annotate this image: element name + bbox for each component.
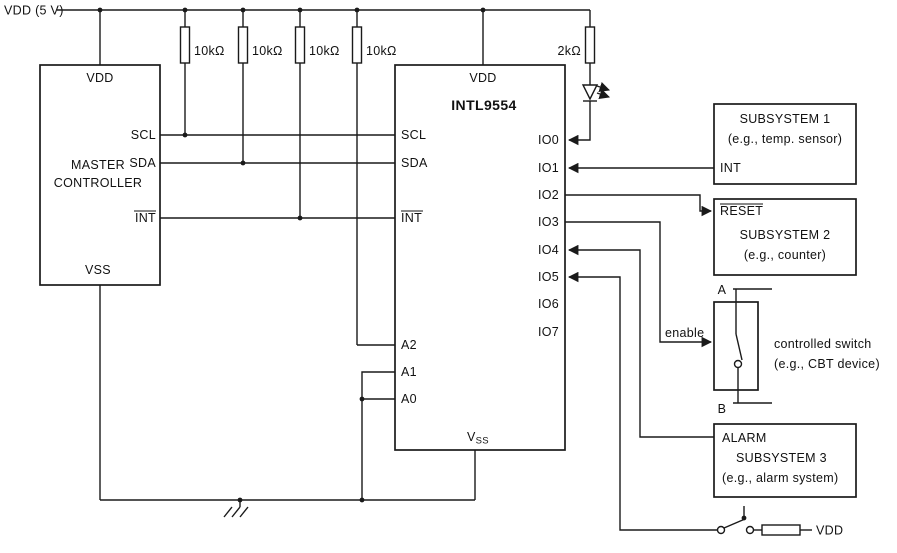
subsystem1-subtitle: (e.g., temp. sensor) (728, 132, 842, 146)
expander-int-pin-label: INT (401, 211, 422, 225)
expander-io4-pin-label: IO4 (538, 243, 559, 257)
master-title-line1: MASTER (71, 158, 125, 172)
pushbutton-pivot-dot (741, 515, 747, 521)
master-vss-pin-label: VSS (85, 263, 111, 277)
switch-box (713, 301, 759, 391)
led-emission-arrow-1 (596, 82, 610, 92)
subsystem2-subtitle: (e.g., counter) (744, 248, 826, 262)
resistor-r5-label: 2kΩ (558, 44, 581, 58)
junction-dot (480, 7, 486, 13)
junction-dot (354, 7, 360, 13)
switch-terminal-a-label: A (718, 283, 727, 297)
resistor-r1 (179, 26, 191, 64)
enable-wire-label: enable (665, 326, 704, 340)
junction-dot (359, 396, 365, 402)
expander-title: INTL9554 (451, 97, 516, 113)
subsystem3-title: SUBSYSTEM 3 (736, 451, 827, 465)
io4-alarm-wire (567, 244, 714, 438)
expander-scl-pin-label: SCL (401, 128, 426, 142)
pushbutton-lever (723, 518, 746, 529)
subsystem3-alarm-label: ALARM (722, 431, 767, 445)
ground-hatch-2 (231, 506, 241, 518)
ground-hatch-3 (239, 506, 249, 518)
led-symbol (581, 82, 610, 102)
resistor-r1-label: 10kΩ (194, 44, 225, 58)
subsystem1-box (713, 103, 857, 185)
expander-a2-pin-label: A2 (401, 338, 417, 352)
subsystem3-subtitle: (e.g., alarm system) (722, 471, 838, 485)
junction-dots (97, 7, 486, 503)
junction-dot (237, 497, 243, 503)
a1-ground-wire (361, 371, 395, 500)
led-triangle (581, 84, 599, 101)
master-title-line2: CONTROLLER (54, 176, 142, 190)
controlled-switch-symbol: A B (713, 283, 772, 416)
expander-io7-pin-label: IO7 (538, 325, 559, 339)
expander-io2-pin-label: IO2 (538, 188, 559, 202)
expander-vss-pin-label: VSS (467, 430, 489, 447)
expander-io3-pin-label: IO3 (538, 215, 559, 229)
junction-dot (97, 7, 103, 13)
pullup-resistor-horizontal (761, 524, 801, 536)
expander-io6-pin-label: IO6 (538, 297, 559, 311)
master-sda-pin-label: SDA (129, 156, 156, 170)
expander-a0-pin-label: A0 (401, 392, 417, 406)
expander-vss-subscript: SS (476, 436, 489, 447)
resistor-r2 (237, 26, 249, 64)
switch-caption-line2: (e.g., CBT device) (774, 357, 880, 371)
resistor-r5 (584, 26, 596, 64)
subsystem2-reset-label: RESET (720, 204, 763, 218)
switch-contact (733, 359, 743, 369)
junction-dot (297, 7, 303, 13)
resistor-r4-label: 10kΩ (366, 44, 397, 58)
vdd-rail-label: VDD (5 V) (4, 4, 64, 18)
junction-dot (182, 132, 188, 138)
master-controller-box (39, 64, 161, 286)
subsystem2-title: SUBSYSTEM 2 (740, 228, 831, 242)
expander-io1-pin-label: IO1 (538, 161, 559, 175)
master-int-pin-label: INT (135, 211, 156, 225)
expander-io0-pin-label: IO0 (538, 133, 559, 147)
expander-box (394, 64, 566, 451)
master-scl-pin-label: SCL (131, 128, 156, 142)
pushbutton-symbol (716, 506, 755, 535)
resistor-r2-label: 10kΩ (252, 44, 283, 58)
junction-dot (359, 497, 365, 503)
expander-a1-pin-label: A1 (401, 365, 417, 379)
pushbutton-left-contact (716, 525, 726, 535)
io2-reset-wire (565, 194, 713, 217)
expander-io5-pin-label: IO5 (538, 270, 559, 284)
ground-hatch-1 (223, 506, 233, 518)
resistor-r4 (351, 26, 363, 64)
bottom-vdd-label: VDD (816, 524, 843, 538)
subsystem2-box (713, 198, 857, 276)
switch-lever (735, 333, 743, 361)
io3-enable-wire (565, 221, 713, 348)
subsystem1-int-label: INT (720, 161, 741, 175)
junction-dot (182, 7, 188, 13)
ground-symbol (223, 500, 249, 518)
junction-dot (297, 215, 303, 221)
switch-terminal-b-label: B (718, 402, 727, 416)
pushbutton-right-contact (745, 525, 755, 535)
io5-button-wire (567, 271, 717, 531)
led-io0-wire (567, 101, 591, 146)
expander-sda-pin-label: SDA (401, 156, 428, 170)
resistor-r3 (294, 26, 306, 64)
subsystem3-box (713, 423, 857, 498)
junction-dot (240, 160, 246, 166)
led-emission-arrow-2 (596, 89, 610, 99)
expander-vdd-pin-label: VDD (469, 71, 496, 85)
subsystem1-title: SUBSYSTEM 1 (740, 112, 831, 126)
expander-vss-main: V (467, 430, 476, 444)
junction-dot (240, 7, 246, 13)
resistor-r3-label: 10kΩ (309, 44, 340, 58)
master-vdd-pin-label: VDD (86, 71, 113, 85)
switch-caption-line1: controlled switch (774, 337, 872, 351)
